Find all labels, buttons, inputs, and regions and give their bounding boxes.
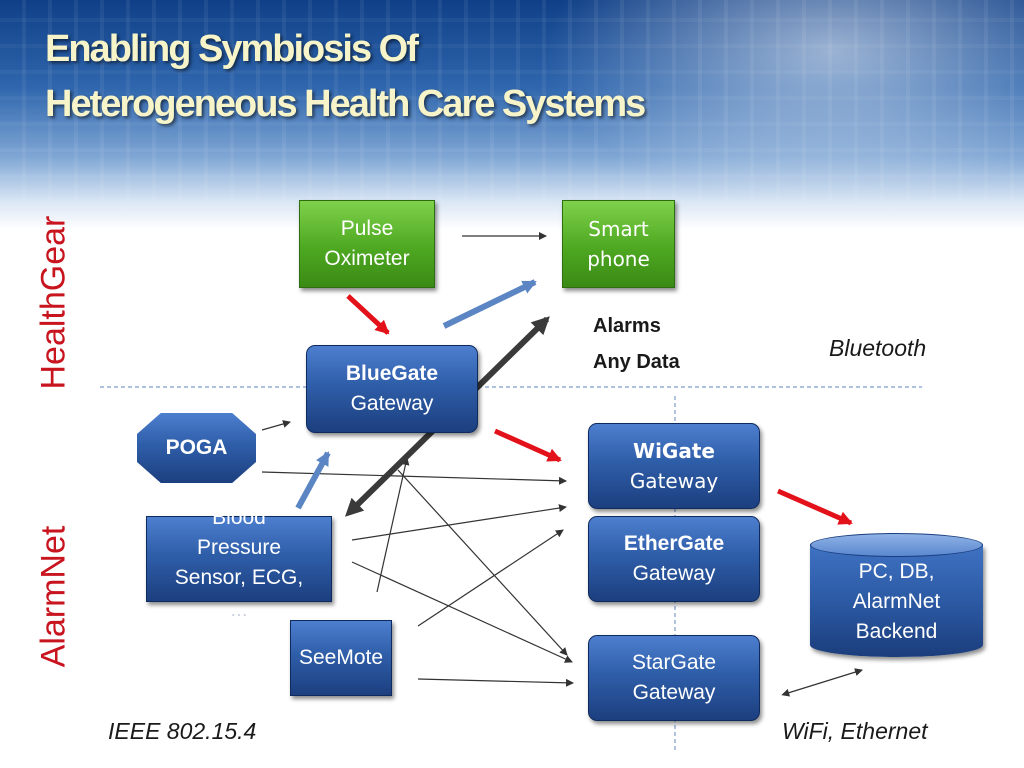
ethergate-gateway-node: EtherGate Gateway	[588, 516, 760, 602]
pulse-oximeter-line-2: Oximeter	[324, 247, 410, 270]
arrow-seemote-to-ethergate	[417, 529, 564, 627]
wifi-ethernet-label: WiFi, Ethernet	[782, 718, 928, 744]
red-arrow-wigate-to-backend	[776, 488, 853, 526]
arrow-poga-to-bluegate	[261, 420, 291, 431]
ethergate-name: EtherGate	[623, 532, 725, 555]
poga-label: POGA	[165, 436, 228, 459]
database-top	[810, 533, 983, 557]
seemote-label: SeeMote	[298, 646, 384, 669]
arrow-bp-to-stargate	[351, 561, 573, 663]
blood-pressure-sensor-node: Blood Pressure Sensor, ECG,	[146, 506, 332, 602]
bp-sensor-line-2: Pressure	[196, 536, 282, 559]
stargate-name: StarGate	[631, 651, 717, 674]
ethergate-type: Gateway	[632, 562, 716, 585]
database-body	[810, 545, 983, 657]
backend-label: PC, DB, AlarmNet Backend	[810, 557, 983, 647]
wigate-name: WiGate	[633, 439, 715, 463]
red-arrow-pulse-to-bluegate	[346, 294, 390, 335]
arrow-bp-to-wigate	[351, 504, 567, 541]
bluetooth-label: Bluetooth	[829, 335, 927, 361]
smartphone-node: Smart phone	[562, 200, 675, 288]
any-data-label: Any Data	[593, 351, 680, 373]
pulse-oximeter-node: Pulse Oximeter	[299, 200, 435, 288]
wigate-gateway-node: WiGate Gateway	[588, 423, 760, 509]
stargate-gateway-node: StarGate Gateway	[588, 635, 760, 721]
backend-database-node: PC, DB, AlarmNet Backend	[810, 533, 983, 663]
header-glow	[520, 0, 1024, 220]
bluegate-name: BlueGate	[345, 362, 439, 385]
arrow-seemote-to-stargate	[417, 678, 574, 687]
smartphone-line-1: Smart	[588, 217, 649, 241]
red-arrow-bluegate-to-wigate	[493, 428, 562, 463]
backend-line-3: Backend	[855, 620, 938, 643]
bluegate-type: Gateway	[350, 392, 434, 415]
stargate-type: Gateway	[632, 681, 716, 704]
arrow-bluegate-to-stargate	[397, 469, 568, 656]
backend-line-1: PC, DB,	[858, 560, 935, 583]
arrow-poga-to-wigate	[261, 471, 567, 485]
ieee-802-15-4-label: IEEE 802.15.4	[108, 718, 257, 744]
pulse-oximeter-line-1: Pulse	[340, 217, 394, 240]
seemote-node: SeeMote	[290, 620, 392, 696]
bp-sensor-ellipsis: …	[230, 600, 248, 620]
bluegate-gateway-node: BlueGate Gateway	[306, 345, 478, 433]
wigate-type: Gateway	[629, 469, 719, 493]
bp-sensor-line-1: Blood	[212, 506, 266, 529]
alarms-label: Alarms	[593, 315, 661, 337]
smartphone-line-2: phone	[587, 247, 650, 271]
blue-arrow-bp-to-bluegate	[295, 451, 331, 510]
blue-arrow-bluegate-to-smartphone	[442, 279, 537, 329]
bp-sensor-line-3: Sensor, ECG,	[174, 566, 304, 589]
poga-node: POGA	[137, 413, 256, 483]
arrow-stargate-backend	[781, 668, 863, 697]
slide-title-line-1: Enabling Symbiosis Of	[45, 28, 419, 70]
backend-line-2: AlarmNet	[852, 590, 941, 613]
slide-title-line-2: Heterogeneous Health Care Systems	[45, 83, 646, 125]
